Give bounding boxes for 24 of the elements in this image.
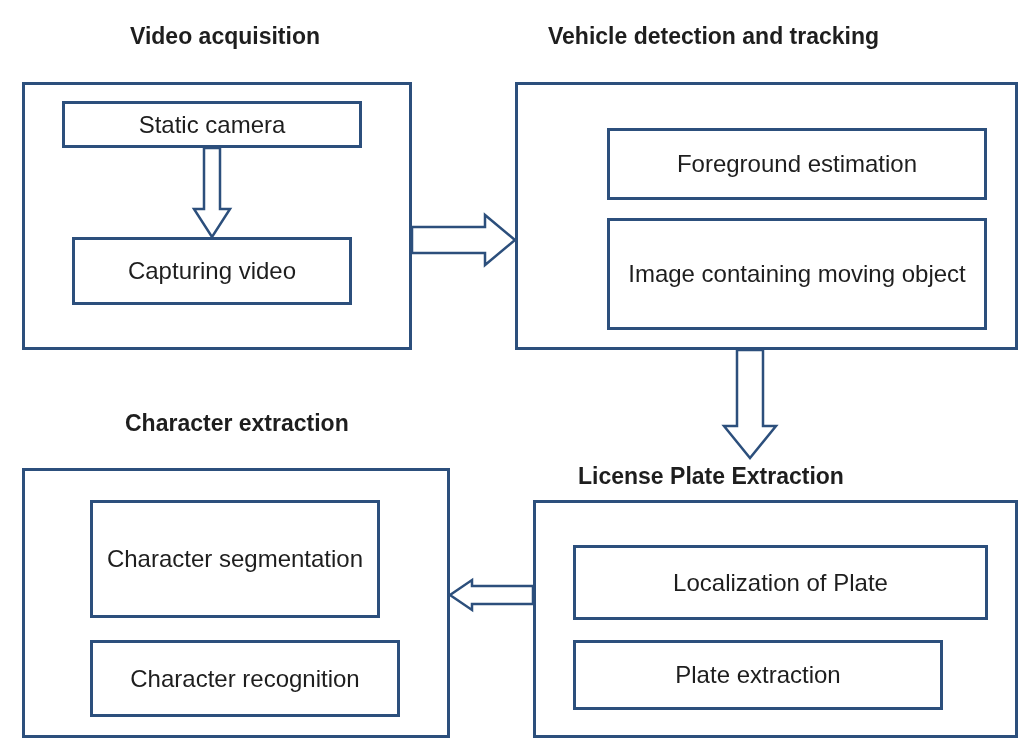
stage-heading: Video acquisition (130, 22, 320, 50)
process-label: Plate extraction (675, 660, 841, 690)
stage-heading: Character extraction (125, 409, 349, 437)
process-box (90, 640, 400, 717)
process-box (573, 545, 988, 620)
block-arrow (191, 146, 233, 240)
process-box (72, 237, 352, 305)
process-label: Image containing moving object (628, 259, 966, 289)
block-arrow (410, 212, 517, 268)
process-label: Character segmentation (106, 544, 364, 574)
process-label: Character recognition (130, 663, 360, 694)
block-arrow (447, 577, 535, 613)
process-label: Static camera (138, 109, 286, 140)
process-box (607, 218, 987, 330)
stage-heading: License Plate Extraction (578, 462, 844, 490)
block-arrow (721, 348, 779, 460)
process-label: Localization of Plate (673, 567, 888, 598)
process-label: Foreground estimation (676, 149, 918, 179)
process-box (573, 640, 943, 710)
process-box (90, 500, 380, 618)
process-box (607, 128, 987, 200)
stage-heading: Vehicle detection and tracking (548, 22, 880, 50)
process-box (62, 101, 362, 148)
process-label: Capturing video (127, 256, 297, 286)
